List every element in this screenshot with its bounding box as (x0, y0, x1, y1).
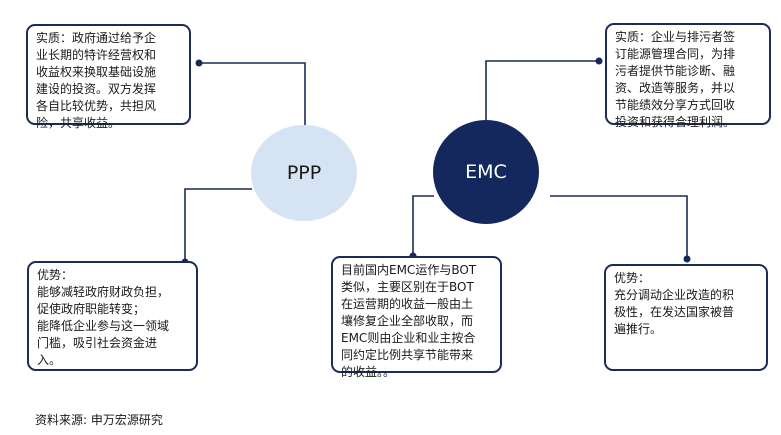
source-note: 资料来源: 申万宏源研究 (35, 413, 163, 427)
ppp-advantages-box: 优势： 能够减轻政府财政负担， 促使政府职能转变； 能降低企业参与这一领域 门槛… (27, 261, 198, 371)
emc-note-box: 目前国内EMC运作与BOT 类似，主要区别在于BOT 在运营期的收益一般由土 壤… (331, 256, 502, 379)
connector-dot (595, 57, 603, 65)
connector-ppp-essence (199, 62, 306, 125)
connector-dot (683, 255, 691, 263)
connector-emc-essence (485, 60, 599, 121)
connector-emc-note (412, 195, 434, 256)
emc-circle: EMC (433, 120, 539, 224)
ppp-label: PPP (286, 162, 322, 184)
connector-emc-advantages (550, 195, 688, 259)
emc-label: EMC (465, 161, 507, 183)
ppp-circle: PPP (251, 125, 357, 221)
emc-advantages-box: 优势： 充分调动企业改造的积 极性，在发达国家被普 遍推行。 (604, 264, 768, 371)
ppp-essence-box: 实质：政府通过给予企 业长期的特许经营权和 收益权来换取基础设施 建设的投资。双… (26, 24, 191, 130)
connector-ppp-advantages (184, 188, 252, 262)
connector-dot (195, 59, 203, 67)
emc-essence-box: 实质：企业与排污者签 订能源管理合同，为排 污者提供节能诊断、融 资、改造等服务… (605, 23, 771, 129)
